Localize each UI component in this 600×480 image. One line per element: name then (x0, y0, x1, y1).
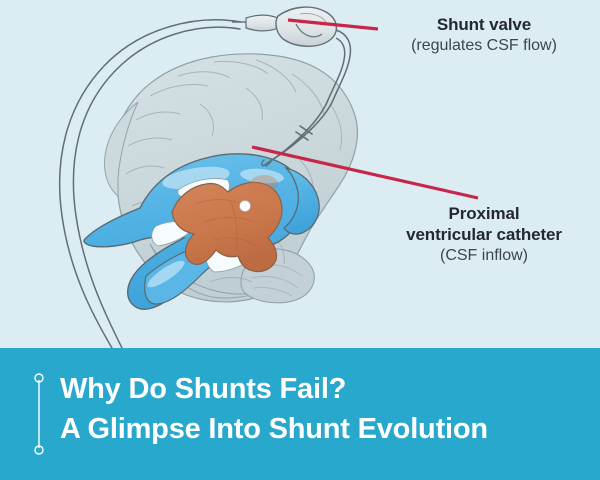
brain-frontal-pole (104, 101, 139, 198)
occipital-horn (283, 166, 320, 235)
callout-proximal-catheter-subline: (CSF inflow) (439, 247, 528, 264)
title-banner: Why Do Shunts Fail? A Glimpse Into Shunt… (0, 348, 600, 480)
callout-shunt-valve-subline: (regulates CSF flow) (411, 37, 557, 54)
callout-shunt-valve-headline: Shunt valve (436, 15, 532, 34)
banner-title: Why Do Shunts Fail? A Glimpse Into Shunt… (60, 369, 590, 449)
thalamus-basal-ganglia (171, 175, 283, 273)
vertical-line-with-end-circles-icon (33, 372, 45, 456)
valve-connector (245, 14, 281, 32)
callout-proximal-catheter-headline-line2: ventricular catheter (406, 225, 562, 244)
callout-proximal-catheter-headline-line1: Proximal (448, 204, 520, 223)
leader-lines (251, 18, 479, 200)
shunt-valve (232, 6, 352, 101)
foramen-dot (239, 200, 251, 212)
callout-proximal-catheter: Proximal ventricular catheter (CSF inflo… (378, 203, 590, 266)
leader-line-catheter (251, 145, 479, 200)
banner-title-line2: A Glimpse Into Shunt Evolution (60, 413, 488, 445)
valve-body (275, 6, 337, 47)
brain-shunt-illustration (58, 6, 479, 348)
leader-line-valve (287, 18, 379, 31)
distal-catheter-tubing (58, 19, 242, 348)
banner-title-line1: Why Do Shunts Fail? (60, 373, 347, 405)
callout-shunt-valve: Shunt valve (regulates CSF flow) (384, 14, 584, 56)
